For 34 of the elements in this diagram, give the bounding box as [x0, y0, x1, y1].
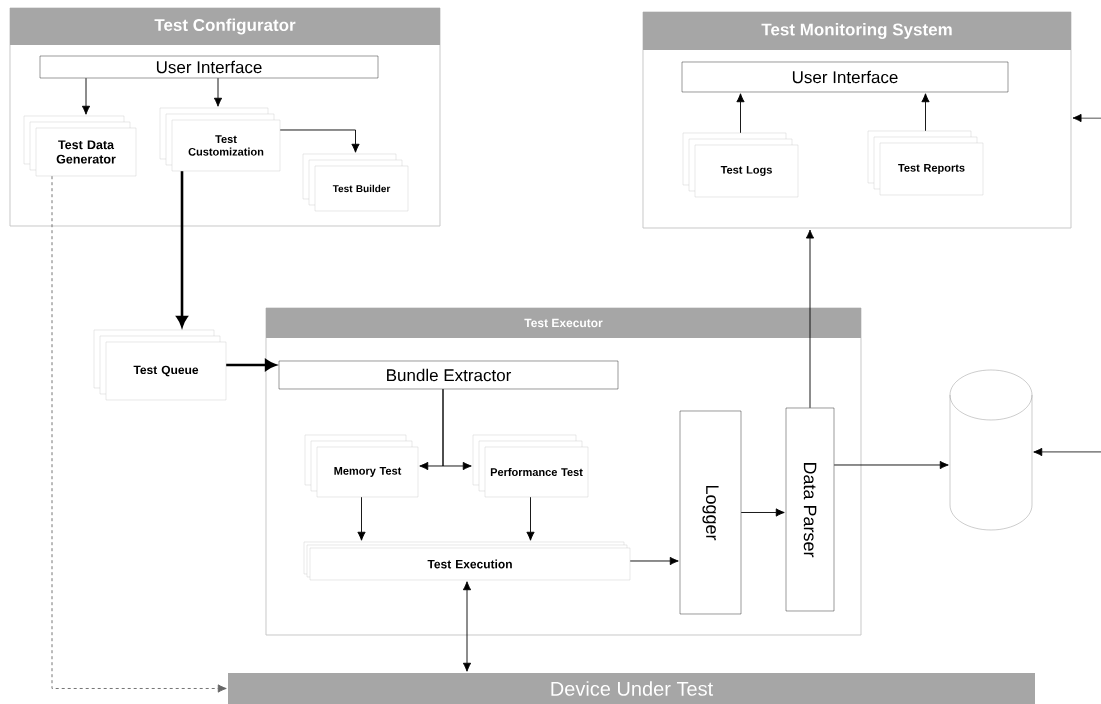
arrow: [526, 496, 535, 541]
arrow: [226, 359, 276, 371]
arrow: [51, 175, 227, 693]
arrow: [629, 556, 679, 566]
arrow: [921, 93, 930, 132]
stacked-box: Test Logs: [682, 132, 799, 198]
stacked-box: Test Execution: [303, 541, 631, 581]
arrow: [1033, 447, 1101, 457]
arrow: [442, 388, 472, 471]
arrow: [462, 581, 472, 672]
stacked-box: Test Data Generator: [23, 115, 137, 177]
arrow: [736, 93, 745, 134]
process-box: User Interface: [681, 61, 1009, 93]
arrow: [833, 460, 949, 470]
process-box: Logger: [679, 410, 742, 615]
arrow: [213, 77, 223, 107]
stacked-box: Test Queue: [93, 329, 227, 401]
arrow: [176, 171, 188, 327]
arrow: [1072, 113, 1101, 123]
stacked-box: Performance Test: [472, 434, 589, 498]
arrow: [279, 129, 360, 153]
device-bar: Device Under Test: [228, 673, 1035, 704]
arrow: [805, 229, 815, 409]
process-box: Data Parser: [785, 407, 835, 612]
arrow: [81, 77, 91, 115]
stacked-box: Test Builder: [302, 153, 409, 212]
stacked-box: Test Customization: [159, 107, 281, 172]
database-cylinder: [949, 369, 1033, 531]
process-box: Bundle Extractor: [278, 360, 619, 390]
arrow: [357, 496, 366, 541]
stacked-box: Test Reports: [867, 130, 984, 196]
process-box: User Interface: [39, 55, 379, 79]
stacked-box: Memory Test: [304, 434, 419, 498]
arrow: [740, 508, 785, 517]
